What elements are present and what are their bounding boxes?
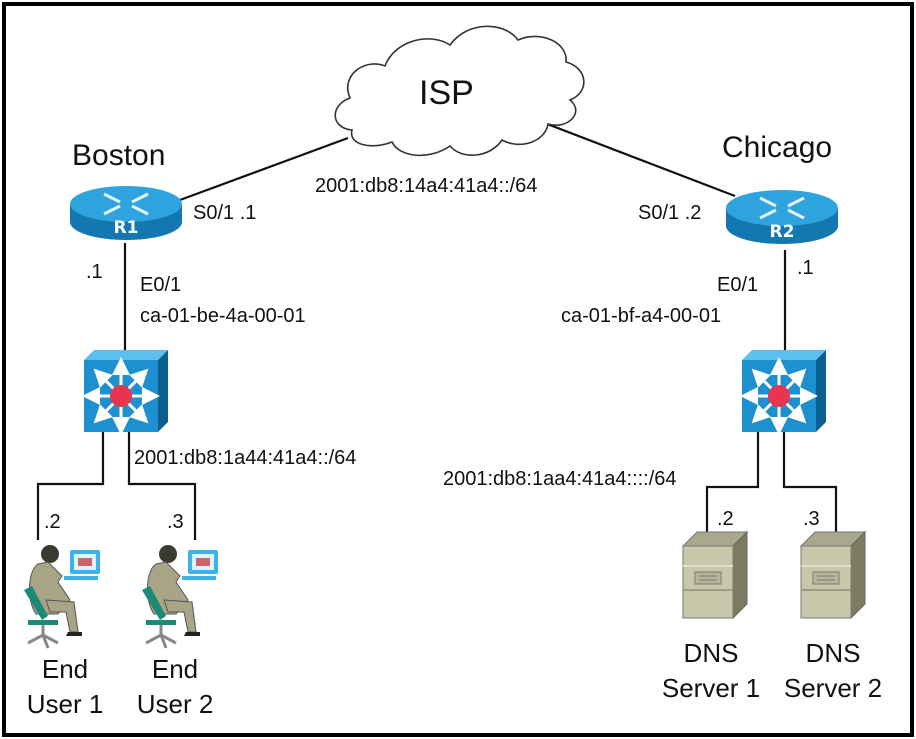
r2-serial-interface-label: S0/1 .2 xyxy=(638,202,702,224)
r2-lan-mac-label: ca-01-bf-a4-00-01 xyxy=(561,305,722,327)
multilayer-switch-1-icon xyxy=(82,350,168,435)
wan-network-label: 2001:db8:14a4:41a4::/64 xyxy=(315,175,538,197)
link-switch1-user1 xyxy=(36,430,105,540)
end-user-1-label-line2: User 1 xyxy=(26,689,104,719)
multilayer-switch-2-icon xyxy=(740,350,826,435)
link-switch2-dns2 xyxy=(782,430,838,533)
boston-lan-network-label: 2001:db8:1a44:41a4::/64 xyxy=(134,447,357,469)
dns-server-1-icon xyxy=(681,530,749,620)
dns-server-1-label: DNS Server 1 xyxy=(650,636,772,706)
links xyxy=(36,120,838,540)
dns-server-2-icon xyxy=(799,530,867,620)
dns-server-2-label-line2: Server 2 xyxy=(783,673,883,703)
r1-lan-mac-label: ca-01-be-4a-00-01 xyxy=(140,305,306,327)
dns-server-2-label-line1: DNS xyxy=(805,638,861,668)
end-user-2-label: End User 2 xyxy=(125,652,225,722)
chicago-lan-network-label: 2001:db8:1aa4:41a4::::/64 xyxy=(443,468,677,490)
router-r1-label: R1 xyxy=(114,218,139,238)
dns-server-1-label-line1: DNS xyxy=(683,638,739,668)
link-switch1-user2 xyxy=(127,430,197,540)
router-r2-icon: R2 xyxy=(726,190,838,244)
router-r2-label: R2 xyxy=(770,222,795,242)
end-user-2-label-line1: End xyxy=(151,654,199,684)
r1-lan-host-label: .1 xyxy=(86,261,103,283)
end-user-2-icon xyxy=(142,545,218,649)
r2-lan-host-label: .1 xyxy=(797,257,814,279)
boston-label: Boston xyxy=(72,139,166,172)
user1-addr-label: .2 xyxy=(44,511,61,533)
r1-serial-interface-label: S0/1 .1 xyxy=(193,202,257,224)
r1-lan-interface-label: E0/1 xyxy=(140,274,182,296)
isp-cloud-icon xyxy=(334,25,585,157)
user2-addr-label: .3 xyxy=(167,511,184,533)
chicago-label: Chicago xyxy=(722,131,833,164)
end-user-1-icon xyxy=(24,545,100,649)
dns1-addr-label: .2 xyxy=(717,508,734,530)
isp-label: ISP xyxy=(419,74,474,112)
router-r1-icon: R1 xyxy=(70,186,182,240)
end-user-1-label: End User 1 xyxy=(10,652,120,722)
link-r1-isp xyxy=(179,136,349,202)
dns-server-1-label-line2: Server 1 xyxy=(661,673,761,703)
end-user-2-label-line2: User 2 xyxy=(136,689,214,719)
dns-server-2-label: DNS Server 2 xyxy=(772,636,894,706)
end-user-1-label-line1: End xyxy=(41,654,89,684)
link-switch2-dns1 xyxy=(705,430,760,533)
r2-lan-interface-label: E0/1 xyxy=(717,274,759,296)
dns2-addr-label: .3 xyxy=(803,508,820,530)
link-isp-r2 xyxy=(541,120,736,198)
